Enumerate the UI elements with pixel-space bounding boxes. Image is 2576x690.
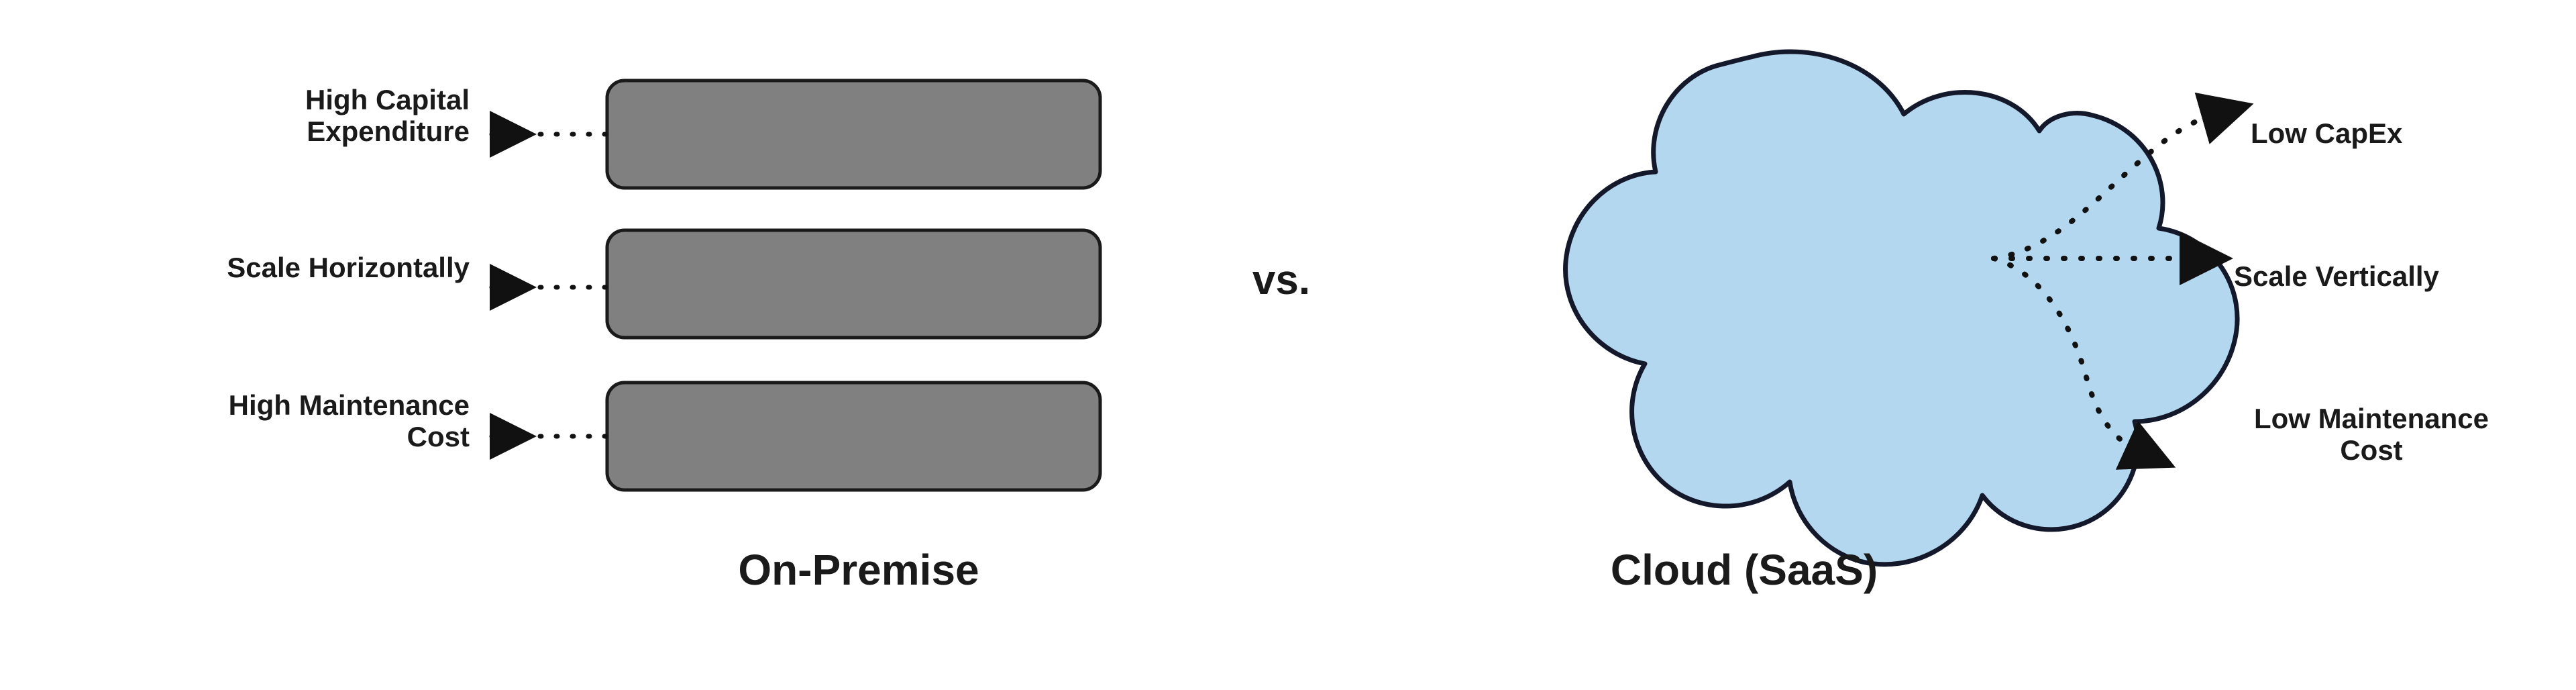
label-scale-vertically: Scale Vertically [2234,260,2439,292]
onprem-arrows [487,111,608,460]
title-cloud-saas: Cloud (SaaS) [1610,546,1878,594]
server-box [605,79,1102,190]
cloud-shape [1563,49,2240,567]
server-box [605,228,1102,340]
label-high-maintenance-cost: High Maintenance Cost [228,389,470,453]
label-scale-horizontally: Scale Horizontally [227,252,470,283]
cloud-outline [1563,49,2240,567]
versus-label: vs. [1252,257,1311,303]
title-on-premise: On-Premise [738,546,979,594]
label-low-maintenance-cost: Low Maintenance Cost [2253,403,2489,466]
server-box [605,381,1102,492]
label-high-capital-expenditure: High Capital Expenditure [305,84,470,148]
label-low-capex: Low CapEx [2251,117,2403,149]
server-stack [605,79,1102,492]
cloud-arrows [1991,92,2254,470]
